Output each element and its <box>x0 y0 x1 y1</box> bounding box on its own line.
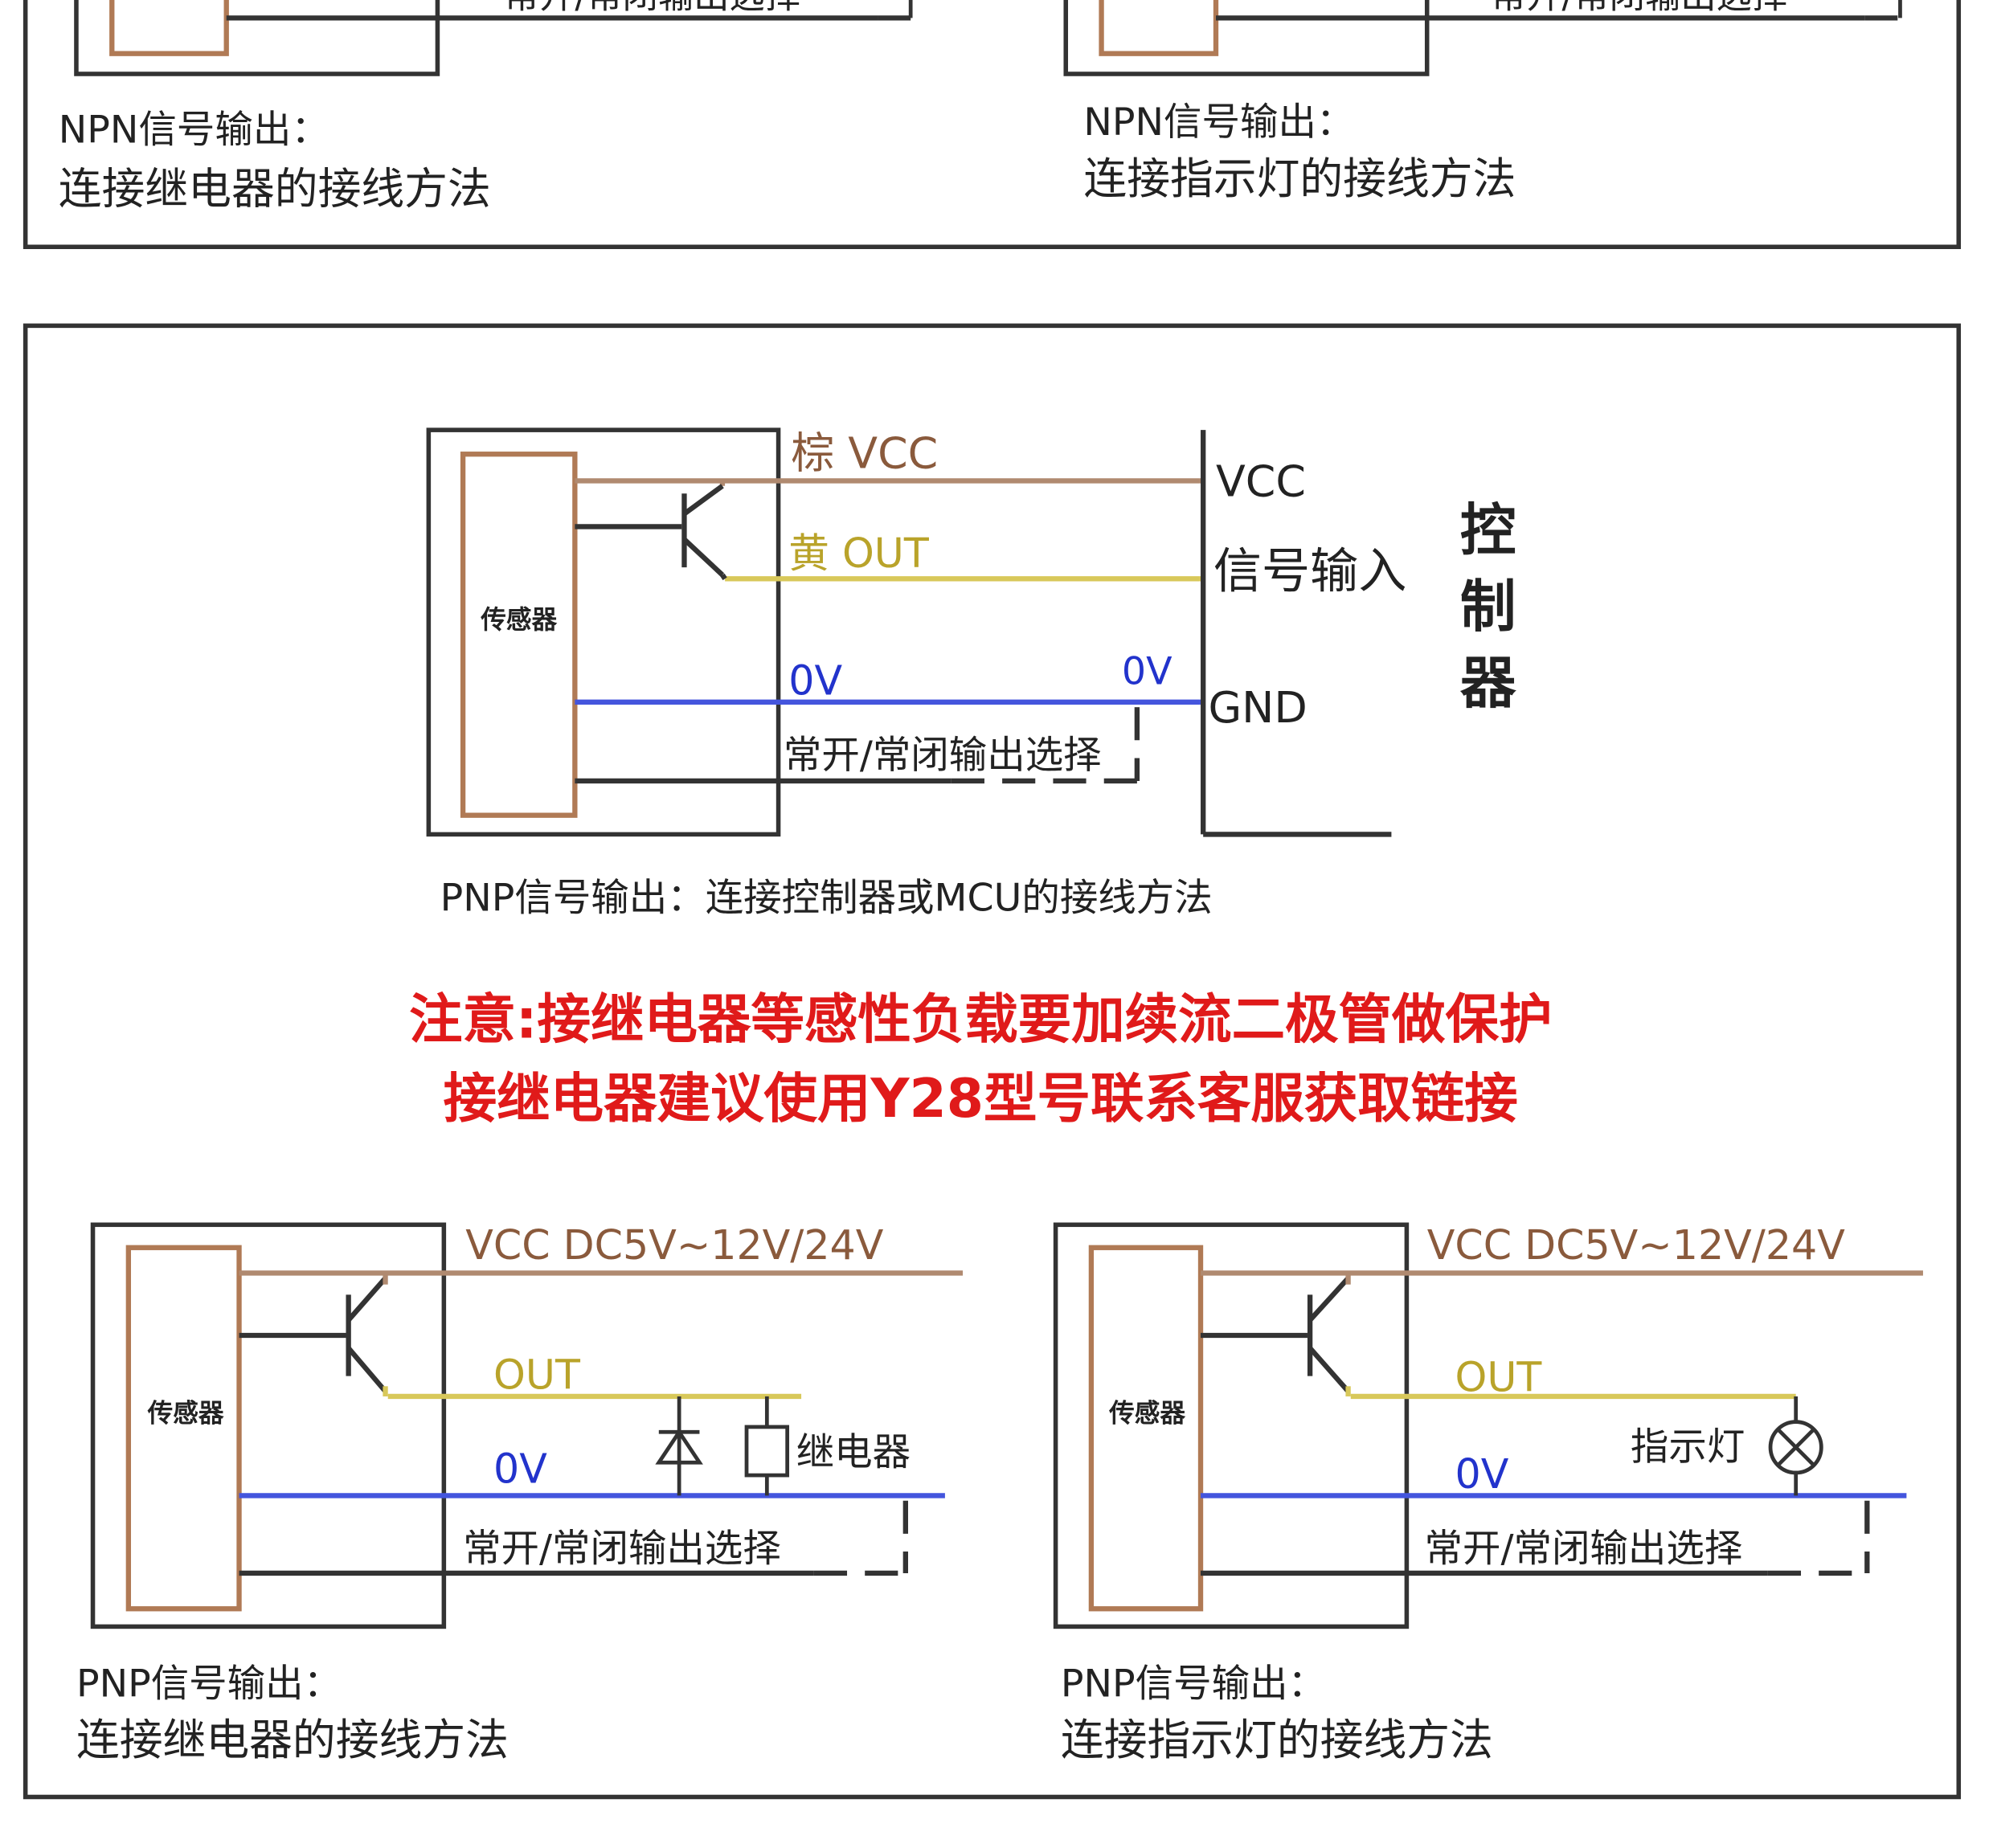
controller-label-2: 制 <box>1460 574 1516 640</box>
sensor-box <box>109 0 229 56</box>
npn-lamp-caption-line2: 连接指示灯的接线方法 <box>1083 153 1516 204</box>
sensor-housing <box>1053 1222 1410 1629</box>
zero-v-label: 0V <box>1455 1450 1509 1498</box>
sensor-box <box>1088 1245 1204 1612</box>
npn-section: 常开/常闭输出选择 常开/常闭输出选择 NPN信号输出： 连接继电器的接线方法 … <box>23 0 1962 250</box>
pnp-section: 传感器 棕 VCC 黄 OUT 0V 0V <box>23 323 1962 1800</box>
pin-signal-input: 信号输入 <box>1213 543 1407 599</box>
npn-relay-partial: 常开/常闭输出选择 <box>74 0 913 76</box>
sensor-housing <box>1063 0 1430 76</box>
npn-relay-caption-line2: 连接继电器的接线方法 <box>59 163 491 214</box>
transistor-symbol <box>575 484 727 581</box>
out-label: OUT <box>1455 1354 1543 1401</box>
select-label: 常开/常闭输出选择 <box>784 734 1102 778</box>
transistor-symbol <box>239 1273 388 1396</box>
relay-coil-symbol <box>744 1396 790 1496</box>
sensor-label: 传感器 <box>1108 1400 1185 1429</box>
out-label: OUT <box>493 1351 581 1398</box>
select-label: 常开/常闭输出选择 <box>504 0 800 17</box>
zero-v-label: 0V <box>493 1445 547 1493</box>
notice-line-1: 注意:接继电器等感性负载要加续流二极管做保护 <box>409 988 1552 1051</box>
lamp-label: 指示灯 <box>1631 1425 1745 1470</box>
npn-section-frame <box>23 0 1962 250</box>
controller-label-1: 控 <box>1460 498 1516 563</box>
vcc-label: VCC DC5V~12V/24V <box>465 1221 884 1269</box>
vcc-wire-label: 棕 VCC <box>791 428 938 479</box>
relay-caption-line2: 连接继电器的接线方法 <box>76 1715 509 1765</box>
controller-label-3: 器 <box>1460 651 1517 716</box>
npn-relay-caption-line1: NPN信号输出： <box>59 108 329 152</box>
pin-gnd: GND <box>1209 682 1308 733</box>
select-label: 常开/常闭输出选择 <box>1491 0 1787 17</box>
vcc-label: VCC DC5V~12V/24V <box>1427 1221 1846 1269</box>
select-label: 常开/常闭输出选择 <box>1425 1527 1743 1572</box>
out-wire-label: 黄 OUT <box>788 529 930 577</box>
pnp-relay-diagram: 传感器 <box>76 1221 964 1765</box>
zero-v-label-right: 0V <box>1122 650 1172 694</box>
sensor-box <box>460 452 578 818</box>
npn-lamp-partial: 常开/常闭输出选择 <box>1063 0 1902 76</box>
npn-lamp-caption-line1: NPN信号输出： <box>1083 100 1354 145</box>
sensor-box <box>125 1245 242 1612</box>
lamp-caption-line2: 连接指示灯的接线方法 <box>1061 1715 1493 1765</box>
sensor-housing <box>426 427 781 837</box>
controller-caption: PNP信号输出：连接控制器或MCU的接线方法 <box>440 876 1213 920</box>
lamp-icon <box>1768 1396 1823 1496</box>
transistor-symbol <box>1201 1273 1351 1396</box>
notice-line-2: 接继电器建议使用Y28型号联系客服获取链接 <box>444 1067 1518 1130</box>
sensor-label: 传感器 <box>480 606 557 635</box>
relay-label: 继电器 <box>796 1430 911 1474</box>
relay-caption-line1: PNP信号输出： <box>76 1662 342 1706</box>
pnp-controller-diagram: 传感器 棕 VCC 黄 OUT 0V 0V <box>426 427 1517 920</box>
diode-symbol <box>655 1396 703 1496</box>
select-label: 常开/常闭输出选择 <box>463 1527 781 1572</box>
pnp-section-frame <box>23 323 1962 1800</box>
lamp-caption-line1: PNP信号输出： <box>1061 1662 1326 1706</box>
pin-vcc: VCC <box>1216 456 1306 506</box>
zero-v-label: 0V <box>788 656 842 704</box>
pnp-lamp-diagram: 传感器 VCC DC5V~12V/24V <box>1053 1221 1923 1765</box>
sensor-housing <box>74 0 440 76</box>
sensor-box <box>1099 0 1219 56</box>
notice: 注意:接继电器等感性负载要加续流二极管做保护 接继电器建议使用Y28型号联系客服… <box>409 988 1552 1130</box>
sensor-housing <box>90 1222 447 1629</box>
sensor-label: 传感器 <box>147 1400 224 1429</box>
